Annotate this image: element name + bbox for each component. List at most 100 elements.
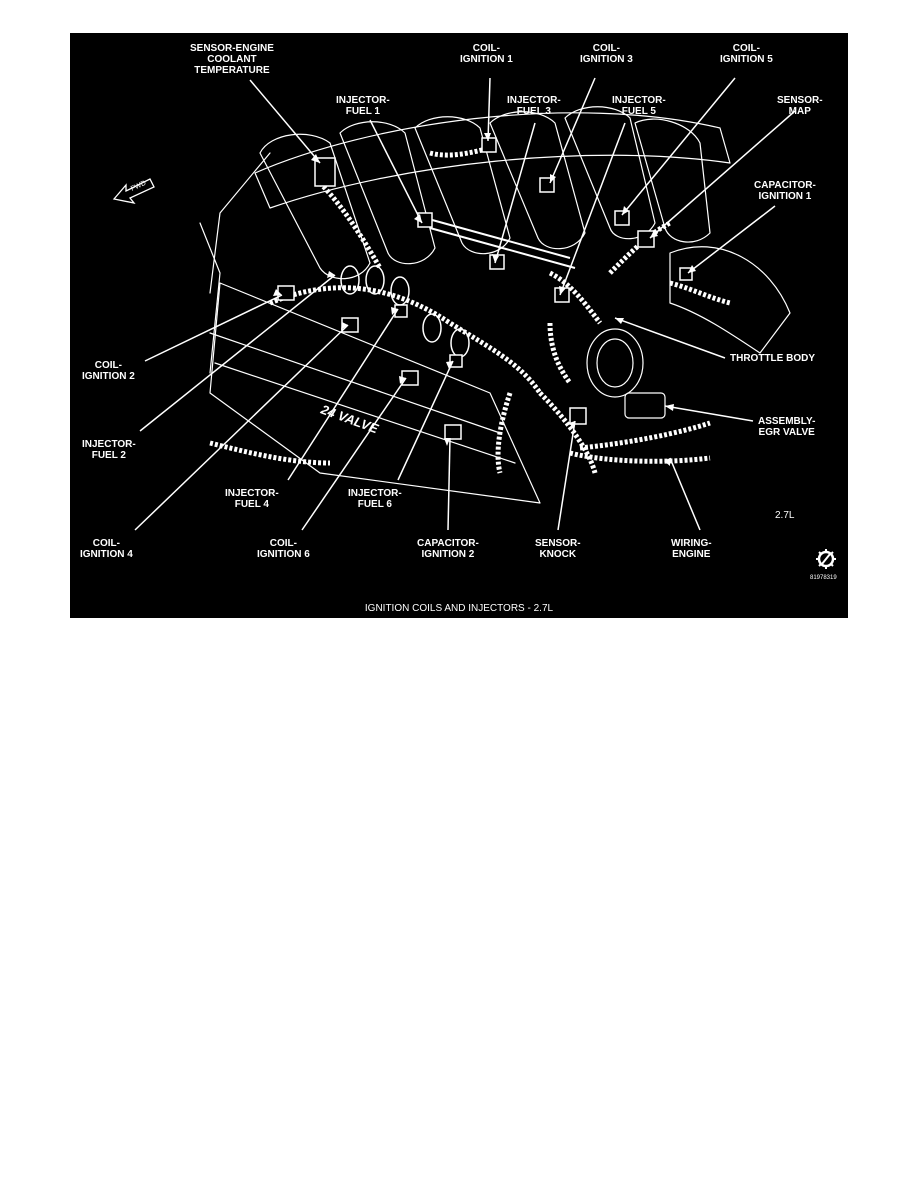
arrowhead xyxy=(569,421,575,429)
label-wiring-engine: WIRING- ENGINE xyxy=(671,538,712,560)
block-edge xyxy=(209,152,271,294)
label-sensor-knock: SENSOR- KNOCK xyxy=(535,538,581,560)
label-coil-ignition-5: COIL- IGNITION 5 xyxy=(720,43,773,65)
arrowhead xyxy=(550,174,556,183)
label-coil-ignition-3: COIL- IGNITION 3 xyxy=(580,43,633,65)
arrowhead xyxy=(650,230,658,238)
label-capacitor-ignition-1: CAPACITOR- IGNITION 1 xyxy=(754,180,816,202)
label-injector-fuel-4: INJECTOR- FUEL 4 xyxy=(225,488,279,510)
harness xyxy=(547,322,573,385)
egr-valve-shape xyxy=(624,392,666,419)
intake-runner xyxy=(564,106,656,240)
arrowhead xyxy=(688,265,696,273)
figure-code: 81978319 xyxy=(810,575,837,581)
leader-line xyxy=(369,119,423,224)
harness xyxy=(569,450,711,464)
arrowhead xyxy=(311,154,320,163)
coil-2-connector xyxy=(277,285,295,301)
harness xyxy=(579,420,711,451)
leader-line xyxy=(139,274,336,432)
arrowhead xyxy=(559,286,566,295)
leader-line xyxy=(649,110,796,239)
fuel-rail xyxy=(429,227,576,269)
leader-line xyxy=(621,77,736,216)
leader-line xyxy=(664,405,754,422)
harness xyxy=(429,145,491,158)
injector-ring xyxy=(340,265,360,295)
engine-diagram-figure: 24 VALVE xyxy=(70,33,848,618)
harness xyxy=(669,280,731,306)
engine-illustration: 24 VALVE xyxy=(134,77,796,531)
leader-line xyxy=(249,79,321,164)
arrowhead xyxy=(615,318,624,324)
label-injector-fuel-1: INJECTOR- FUEL 1 xyxy=(336,95,390,117)
intake-runner xyxy=(489,111,586,250)
harness xyxy=(209,440,331,466)
label-throttle-body: THROTTLE BODY xyxy=(730,353,815,364)
leader-line xyxy=(557,420,576,531)
arrowhead xyxy=(391,307,398,315)
injector-6-connector xyxy=(449,354,463,368)
intake-runner xyxy=(634,118,711,243)
label-sensor-engine-coolant-temperature: SENSOR-ENGINE COOLANT TEMPERATURE xyxy=(190,43,274,76)
arrowhead xyxy=(327,271,335,278)
capacitor-2-connector xyxy=(444,424,462,440)
arrowhead xyxy=(446,361,453,369)
label-coil-ignition-2: COIL- IGNITION 2 xyxy=(82,360,135,382)
leader-line xyxy=(301,377,407,531)
throttle-body-shape xyxy=(586,328,644,398)
leader-line xyxy=(614,317,726,359)
leader-line xyxy=(687,205,776,274)
map-sensor-shape xyxy=(637,230,655,248)
plenum xyxy=(254,112,731,209)
label-injector-fuel-5: INJECTOR- FUEL 5 xyxy=(612,95,666,117)
leader-line xyxy=(287,308,399,481)
manifold-right xyxy=(669,246,791,354)
leader-line xyxy=(447,437,451,531)
leader-line xyxy=(669,457,701,531)
harness xyxy=(538,391,598,474)
arrowhead xyxy=(664,458,670,466)
leader-line xyxy=(134,324,349,531)
arrowhead xyxy=(399,376,406,384)
block-edge xyxy=(199,222,221,374)
figure-caption: IGNITION COILS AND INJECTORS - 2.7L xyxy=(364,603,554,614)
label-injector-fuel-2: INJECTOR- FUEL 2 xyxy=(82,439,136,461)
coil-1-connector xyxy=(481,137,497,153)
head-edge xyxy=(209,332,501,434)
forward-arrow-icon: FWD xyxy=(112,178,155,204)
arrowhead xyxy=(273,289,282,296)
manufacturer-logo-icon xyxy=(816,549,836,569)
harness xyxy=(548,270,602,325)
intake-runner xyxy=(339,121,436,265)
leader-line xyxy=(559,122,626,296)
label-capacitor-ignition-2: CAPACITOR- IGNITION 2 xyxy=(417,538,479,560)
leader-line xyxy=(549,77,596,184)
injector-ring xyxy=(365,265,385,295)
displacement-label: 2.7L xyxy=(775,510,795,521)
valve-cover xyxy=(209,282,541,504)
arrowhead xyxy=(444,438,450,446)
leader-line xyxy=(494,122,536,264)
leader-line xyxy=(487,77,491,142)
label-coil-ignition-1: COIL- IGNITION 1 xyxy=(460,43,513,65)
label-sensor-map: SENSOR- MAP xyxy=(777,95,823,117)
fuel-rail xyxy=(424,217,571,259)
knock-sensor-shape xyxy=(569,407,587,425)
label-coil-ignition-6: COIL- IGNITION 6 xyxy=(257,538,310,560)
harness xyxy=(269,285,543,395)
label-assembly-egr-valve: ASSEMBLY- EGR VALVE xyxy=(758,416,816,438)
leader-line xyxy=(144,294,283,362)
throttle-bore xyxy=(596,338,634,388)
arrowhead xyxy=(341,322,348,330)
leader-line xyxy=(397,360,454,481)
arrowhead xyxy=(622,206,629,215)
injector-ring xyxy=(450,328,470,358)
head-edge xyxy=(214,362,516,464)
harness xyxy=(495,392,513,474)
arrowhead xyxy=(665,404,674,411)
arrowhead xyxy=(484,133,491,141)
label-injector-fuel-6: INJECTOR- FUEL 6 xyxy=(348,488,402,510)
harness xyxy=(318,181,383,270)
intake-runner xyxy=(414,116,511,255)
